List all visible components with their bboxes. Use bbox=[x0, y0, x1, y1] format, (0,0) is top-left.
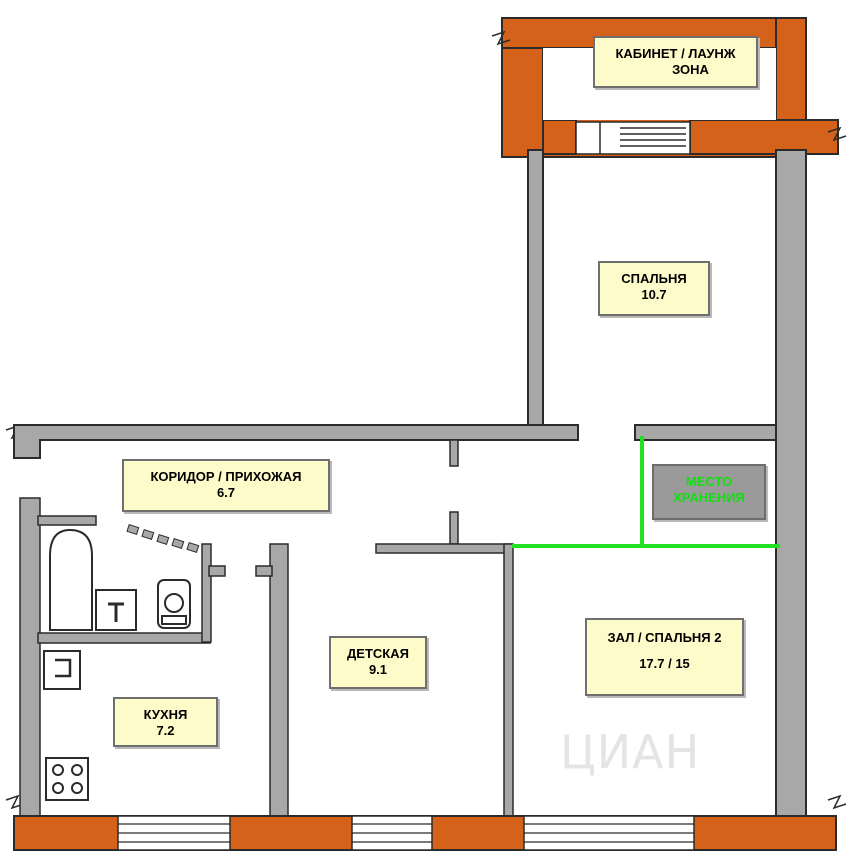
room-label-kids: ДЕТСКАЯ 9.1 bbox=[329, 636, 427, 689]
bathroom-right-wall bbox=[201, 543, 212, 643]
kids-title: ДЕТСКАЯ bbox=[347, 646, 409, 661]
room-label-corridor: КОРИДОР / ПРИХОЖАЯ 6.7 bbox=[122, 459, 330, 512]
hall-title: ЗАЛ / СПАЛЬНЯ 2 bbox=[607, 630, 722, 645]
cabinet-bottom-right-wall bbox=[689, 119, 839, 155]
door-stub-lower bbox=[449, 511, 459, 545]
bedroom-title: СПАЛЬНЯ bbox=[621, 271, 687, 286]
bedroom-area: 10.7 bbox=[641, 287, 667, 302]
room-label-cabinet: КАБИНЕТ / ЛАУНЖ ЗОНА bbox=[593, 36, 758, 88]
corridor-title: КОРИДОР / ПРИХОЖАЯ bbox=[150, 469, 302, 484]
kids-wall-stub bbox=[255, 565, 273, 577]
kids-area: 9.1 bbox=[368, 662, 388, 677]
door-stub-upper bbox=[449, 439, 459, 467]
corridor-area: 6.7 bbox=[216, 485, 236, 500]
watermark: ЦИАН bbox=[560, 725, 701, 779]
kids-hall-partition bbox=[503, 543, 514, 817]
cabinet-title: КАБИНЕТ / ЛАУНЖ bbox=[615, 46, 736, 61]
storage-title-line2: ХРАНЕНИЯ bbox=[673, 490, 745, 505]
room-label-storage: МЕСТО ХРАНЕНИЯ bbox=[652, 464, 766, 520]
bathroom-top-wall bbox=[37, 515, 97, 526]
cabinet-bottom-left-wall bbox=[542, 119, 577, 155]
toilet-icon bbox=[157, 579, 191, 629]
bathroom-door bbox=[126, 523, 200, 553]
bathtub-icon bbox=[49, 528, 93, 631]
kids-top-wall bbox=[375, 543, 513, 554]
bathroom-bottom-wall bbox=[37, 632, 211, 644]
kitchen-title: КУХНЯ bbox=[143, 707, 188, 722]
corridor-top-wall bbox=[13, 424, 579, 459]
bathroom-wall-stub bbox=[208, 565, 226, 577]
hall-area: 17.7 / 15 bbox=[639, 656, 690, 671]
storage-top-wall bbox=[634, 424, 777, 441]
kitchen-area: 7.2 bbox=[156, 723, 175, 738]
cabinet-right-wall bbox=[775, 17, 807, 137]
bottom-exterior-wall bbox=[13, 815, 837, 851]
left-exterior-wall bbox=[19, 497, 41, 817]
room-label-bedroom: СПАЛЬНЯ 10.7 bbox=[598, 261, 710, 316]
storage-title: МЕСТО bbox=[685, 474, 733, 489]
cabinet-window bbox=[575, 121, 691, 155]
bedroom-left-wall bbox=[527, 149, 544, 426]
kitchen-sink-icon bbox=[43, 650, 81, 690]
stove-icon bbox=[45, 757, 89, 801]
storage-boundary bbox=[512, 436, 780, 548]
right-exterior-wall bbox=[775, 149, 807, 817]
room-label-hall: ЗАЛ / СПАЛЬНЯ 2 17.7 / 15 bbox=[585, 618, 744, 696]
cabinet-title-line2: ЗОНА bbox=[672, 62, 709, 77]
sink-icon bbox=[95, 589, 137, 631]
kids-left-wall bbox=[269, 543, 289, 817]
room-label-kitchen: КУХНЯ 7.2 bbox=[113, 697, 218, 747]
